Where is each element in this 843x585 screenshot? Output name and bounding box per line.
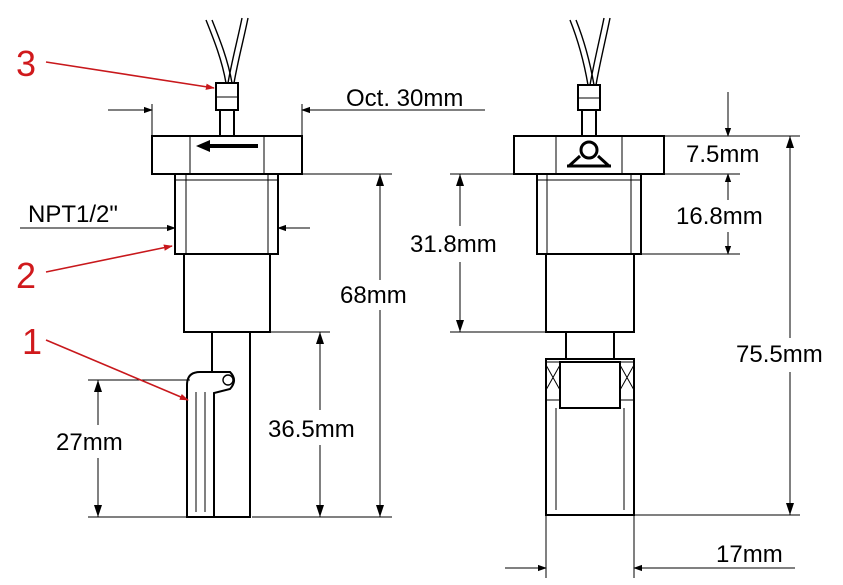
callout-leaders [45,61,215,401]
left-thread [174,173,279,255]
dim-thread-height: 16.8mm [676,203,763,230]
dim-body-height-right: 31.8mm [410,231,497,258]
callout-3: 3 [16,43,36,84]
dim-hex-width: Oct. 30mm [346,85,463,112]
dim-float-diameter: 17mm [716,541,783,568]
left-cable-neck [219,109,235,137]
brand-logo-icon [567,140,611,168]
dim-total-height-right: 75.5mm [736,341,823,368]
left-float-arm [186,371,235,518]
right-view [513,17,665,516]
left-wire-b2 [233,17,249,84]
left-stem [211,331,251,518]
dim-float-length: 27mm [56,429,123,456]
callout-1: 1 [22,321,42,362]
right-cable-neck [581,109,597,137]
callout-2: 2 [16,255,36,296]
left-wire-a [205,19,227,84]
dim-thread: NPT1/2" [28,201,118,228]
dim-hex-height: 7.5mm [686,141,759,168]
left-hex-nut [151,135,303,175]
dim-total-height-left: 68mm [340,282,407,309]
left-body [183,253,271,333]
dim-stem-length: 36.5mm [268,416,355,443]
dimension-lines [20,92,800,578]
right-thread [536,173,642,255]
right-body [545,253,635,333]
left-wire-b [227,17,243,84]
left-wire-a2 [211,19,233,84]
left-view [151,17,303,518]
